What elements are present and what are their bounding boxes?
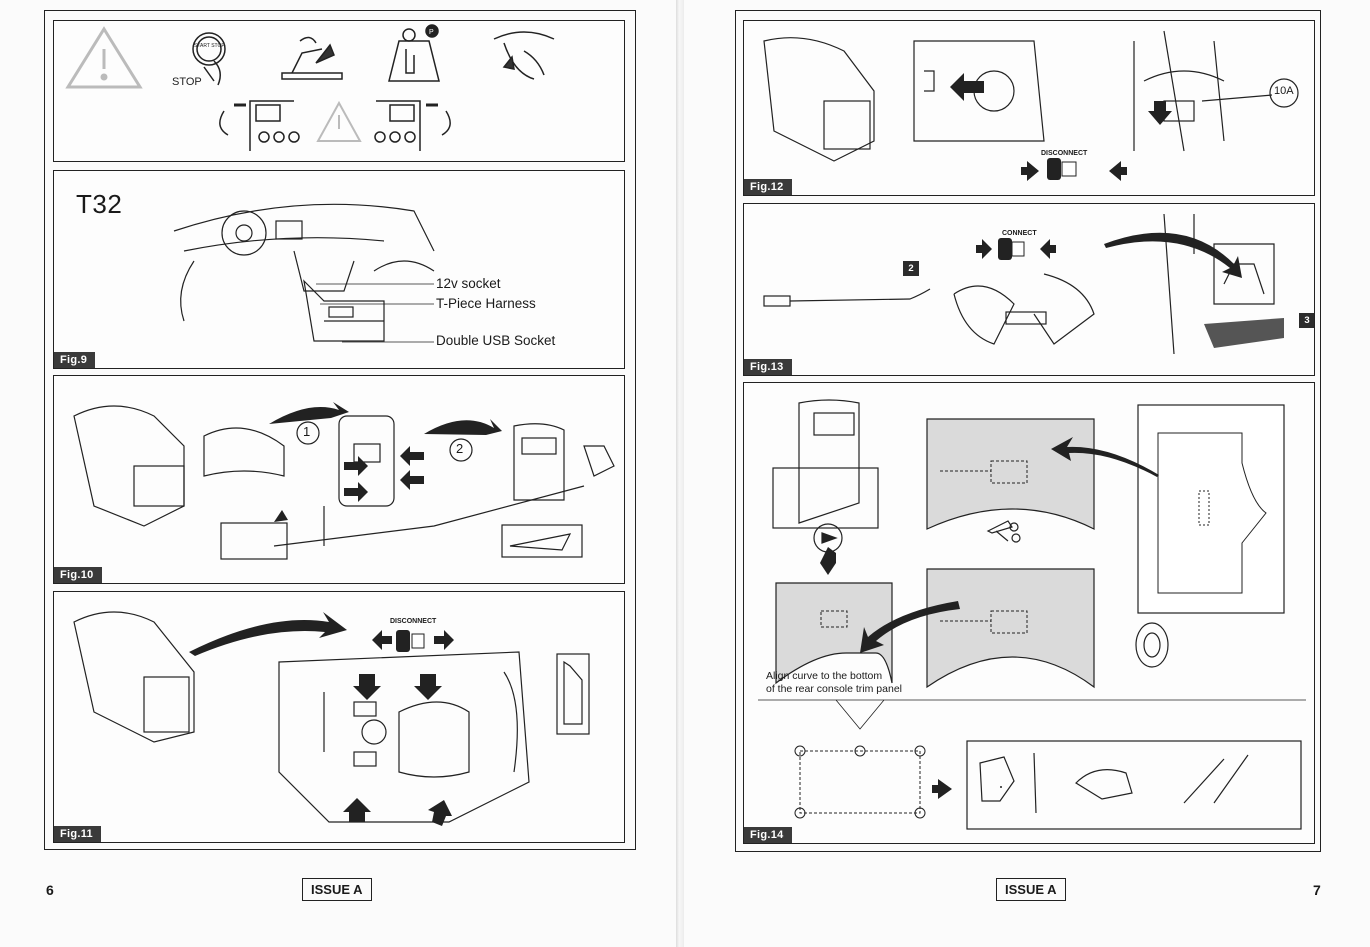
model-code: T32 (76, 189, 123, 219)
warning-illustrations: START STOP STOP P (65, 24, 555, 151)
fig11-label: Fig.11 (54, 826, 101, 842)
part-3-badge: 3 (1299, 313, 1314, 328)
warning-triangle-small-icon (316, 100, 362, 142)
battery-disconnect-right-icon (374, 100, 451, 151)
fig12-label: Fig.12 (744, 179, 792, 195)
fig9-label: Fig.9 (54, 352, 96, 368)
left-page-number: 6 (46, 882, 54, 898)
left-page: START STOP STOP P (0, 0, 678, 947)
align-caption-line1: Align curve to the bottom (766, 670, 883, 682)
battery-disconnect-left-icon (219, 100, 300, 151)
step2-number: 2 (456, 441, 464, 456)
template-cutting-illustration (758, 399, 1306, 830)
park-gear-text: P (429, 29, 434, 36)
start-stop-text: START STOP (194, 43, 225, 49)
right-issue-box: ISSUE A (996, 878, 1066, 901)
harness-connect-illustration (763, 213, 1284, 355)
gear-lever-icon (388, 24, 440, 82)
fig14-panel: Align curve to the bottom of the rear co… (743, 382, 1315, 844)
fuse-box-illustration (763, 30, 1299, 181)
fig13-connect-text: CONNECT (1002, 230, 1037, 237)
right-page-number: 7 (1313, 882, 1321, 898)
callout-double-usb-socket: Double USB Socket (436, 333, 556, 348)
fig9-panel: T32 12v socket T-Piece Harness Do (53, 170, 625, 369)
fig12-panel: DISCONNECT 10A Fig.12 (743, 20, 1315, 196)
start-stop-button-icon (192, 32, 226, 86)
brake-pedal-icon (281, 36, 343, 80)
page-gutter (676, 0, 684, 947)
console-removal-illustration (73, 402, 615, 560)
center-console-illustration (73, 611, 590, 826)
dashboard-illustration (173, 203, 435, 343)
part-2-badge: 2 (903, 261, 919, 276)
left-issue-box: ISSUE A (302, 878, 372, 901)
left-page-frame (44, 10, 636, 850)
warning-panel: START STOP STOP P (53, 20, 625, 162)
warning-triangle-icon (65, 26, 143, 89)
right-page: DISCONNECT 10A Fig.12 CON (684, 0, 1370, 947)
callout-12v-socket: 12v socket (436, 276, 501, 291)
handbrake-icon (493, 31, 555, 80)
step1-number: 1 (303, 424, 311, 439)
right-page-frame (735, 10, 1321, 852)
fig13-panel: CONNECT 2 3 Fig.13 (743, 203, 1315, 376)
stop-label: STOP (172, 76, 202, 88)
fuse-10a-label: 10A (1274, 85, 1294, 97)
fig11-panel: DISCONNECT Fig.11 (53, 591, 625, 843)
fig14-label: Fig.14 (744, 827, 792, 843)
fig10-label: Fig.10 (54, 567, 102, 583)
fig13-label: Fig.13 (744, 359, 792, 375)
fig10-panel: 1 2 Fig.10 (53, 375, 625, 584)
fig12-disconnect-text: DISCONNECT (1041, 150, 1088, 157)
callout-t-piece-harness: T-Piece Harness (436, 296, 536, 311)
fig11-disconnect-text: DISCONNECT (390, 618, 437, 625)
align-caption-line2: of the rear console trim panel (766, 683, 902, 695)
